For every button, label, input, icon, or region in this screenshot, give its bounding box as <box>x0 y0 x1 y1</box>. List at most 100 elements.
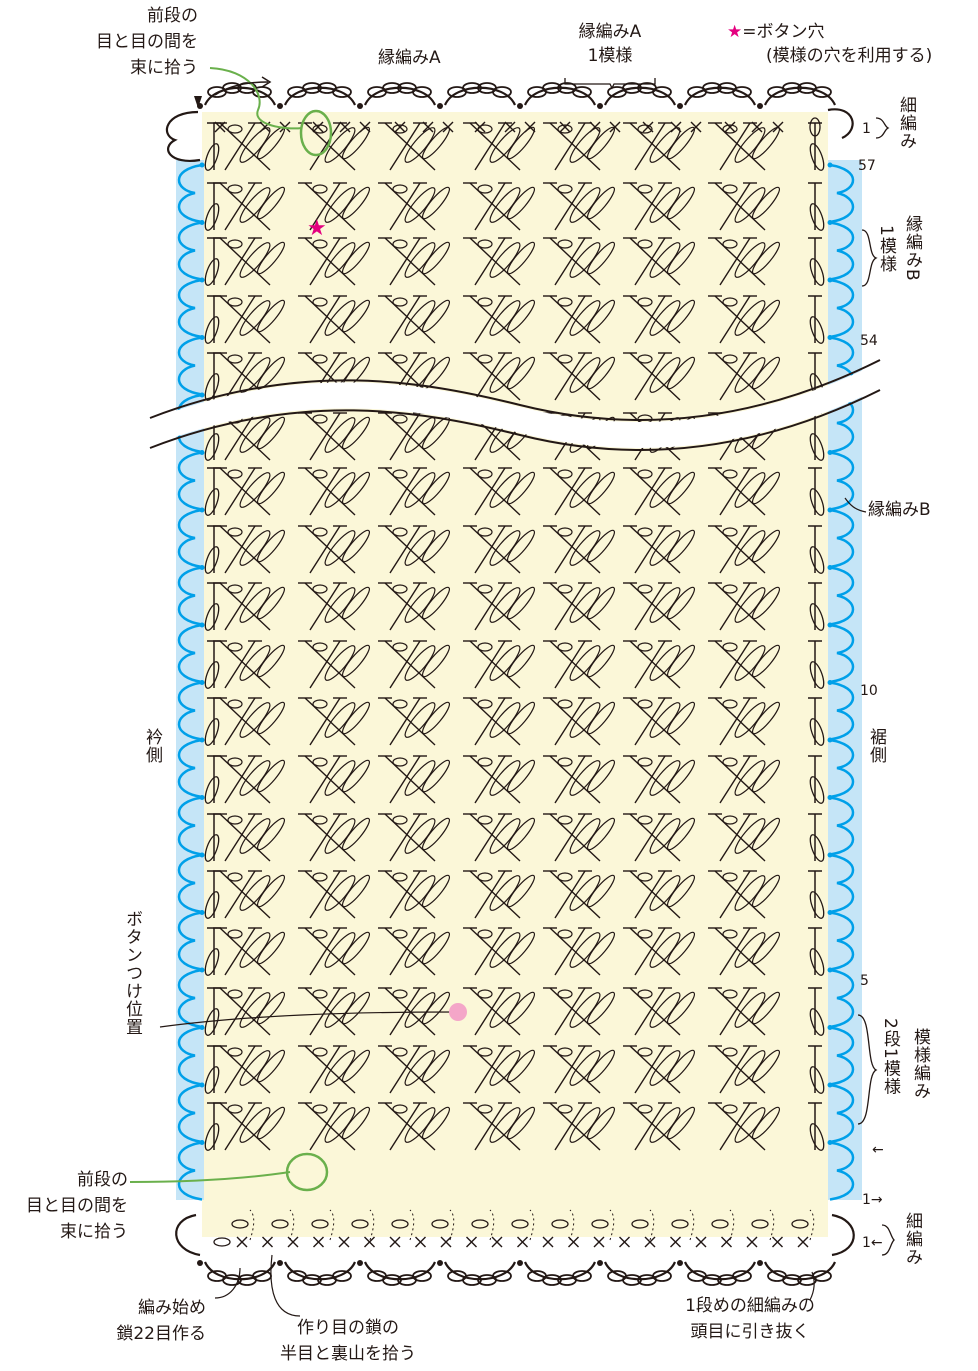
chain <box>557 297 573 307</box>
stitch-stroke <box>224 182 256 231</box>
crossed-stitch <box>298 927 371 976</box>
stitch-loop <box>751 644 781 678</box>
edge-a-dot <box>277 103 283 109</box>
chain <box>312 1104 328 1114</box>
stitch-loop <box>569 1050 601 1086</box>
stitch-stroke <box>474 987 506 1036</box>
crossed-stitch <box>708 697 781 746</box>
row-label-10: 10 <box>860 683 878 699</box>
slip-line1: 1段めの細編みの <box>685 1296 815 1316</box>
chain <box>312 584 328 594</box>
stitch-stroke <box>634 813 666 862</box>
stitch-loop <box>506 586 536 620</box>
stitch-loop <box>569 992 601 1028</box>
sc-mark <box>542 1236 554 1248</box>
chain <box>312 297 328 307</box>
stitch-loop <box>734 587 766 623</box>
stitch-stroke <box>224 237 256 286</box>
stitch-loop <box>489 472 521 508</box>
stitch-loop <box>421 644 451 678</box>
stitch-stroke <box>389 697 421 746</box>
crossed-stitch <box>543 640 616 689</box>
crossed-stitch <box>213 987 286 1036</box>
stitch-loop <box>404 932 436 968</box>
sc-bottom-label: 細編み <box>902 1212 922 1266</box>
chain <box>557 1104 573 1114</box>
chain <box>477 1047 493 1057</box>
crossed-stitch <box>623 927 696 976</box>
picks-bottom-line1: 前段の <box>77 1170 128 1190</box>
chain <box>392 757 408 767</box>
crossed-stitch <box>298 813 371 862</box>
stitch-stroke <box>309 582 341 631</box>
crossed-stitch <box>463 352 536 401</box>
stitch-loop <box>256 416 286 450</box>
stitch-loop <box>649 530 681 566</box>
crossed-stitch <box>298 1102 371 1151</box>
stitch-stroke <box>224 927 256 976</box>
sc-mark <box>287 1236 299 1248</box>
crossed-stitch <box>463 927 536 976</box>
stitch-stroke <box>224 697 256 746</box>
stitch-loop <box>734 127 766 163</box>
edge-a-chain <box>652 86 672 98</box>
stitch-loop <box>404 760 436 796</box>
stitch-stroke <box>389 870 421 919</box>
stitch-loop <box>404 472 436 508</box>
chain <box>312 1047 328 1057</box>
chain <box>722 872 738 882</box>
stitch-loop <box>341 471 371 505</box>
edge-a-chain <box>732 1270 752 1282</box>
edge-a-dot <box>597 103 603 109</box>
crossed-stitch <box>708 237 781 286</box>
sc-mark <box>644 1236 656 1248</box>
stitch-loop <box>239 127 271 163</box>
stitch-loop <box>489 818 521 854</box>
edge-b-dot <box>827 162 833 168</box>
crossed-stitch <box>708 755 781 804</box>
stitch-stroke <box>554 122 586 171</box>
crossed-stitch <box>708 467 781 516</box>
stitch-stroke <box>389 755 421 804</box>
stitch-loop <box>341 874 371 908</box>
crossed-stitch <box>213 813 286 862</box>
stitch-loop <box>239 1107 271 1143</box>
stitch-loop <box>239 472 271 508</box>
stitch-stroke <box>389 582 421 631</box>
stitch-loop <box>666 1106 696 1140</box>
stitch-loop <box>489 587 521 623</box>
stitch-loop <box>489 645 521 681</box>
stitch-stroke <box>474 182 506 231</box>
stitch-stroke <box>309 755 341 804</box>
stitch-loop <box>506 356 536 390</box>
stitch-loop <box>421 186 451 220</box>
crossed-stitch <box>623 987 696 1036</box>
crossed-stitch <box>463 467 536 516</box>
chain <box>392 815 408 825</box>
chain <box>637 699 653 709</box>
chain <box>477 297 493 307</box>
stitch-loop <box>256 299 286 333</box>
stitch-loop <box>734 932 766 968</box>
foundation-chain <box>391 1219 409 1229</box>
edge-b-dot <box>199 680 205 685</box>
chain <box>227 929 243 939</box>
stitch-stroke <box>634 352 666 401</box>
stitch-loop <box>421 1106 451 1140</box>
foundation-chain <box>271 1219 289 1229</box>
edge-b-loop <box>177 566 203 626</box>
edge-b-dot <box>827 277 833 283</box>
chain <box>477 527 493 537</box>
sc-mark <box>724 121 736 133</box>
start-marker <box>194 96 202 108</box>
stitch-stroke <box>389 122 421 171</box>
edge-chain <box>809 603 825 631</box>
sc-mark <box>394 121 406 133</box>
crossed-stitch <box>543 1045 616 1094</box>
stitch-loop <box>506 759 536 793</box>
chain <box>722 815 738 825</box>
stitch-stroke <box>474 870 506 919</box>
stitch-loop <box>569 645 601 681</box>
stitch-stroke <box>309 412 341 461</box>
edge-a-chain <box>622 1274 642 1286</box>
